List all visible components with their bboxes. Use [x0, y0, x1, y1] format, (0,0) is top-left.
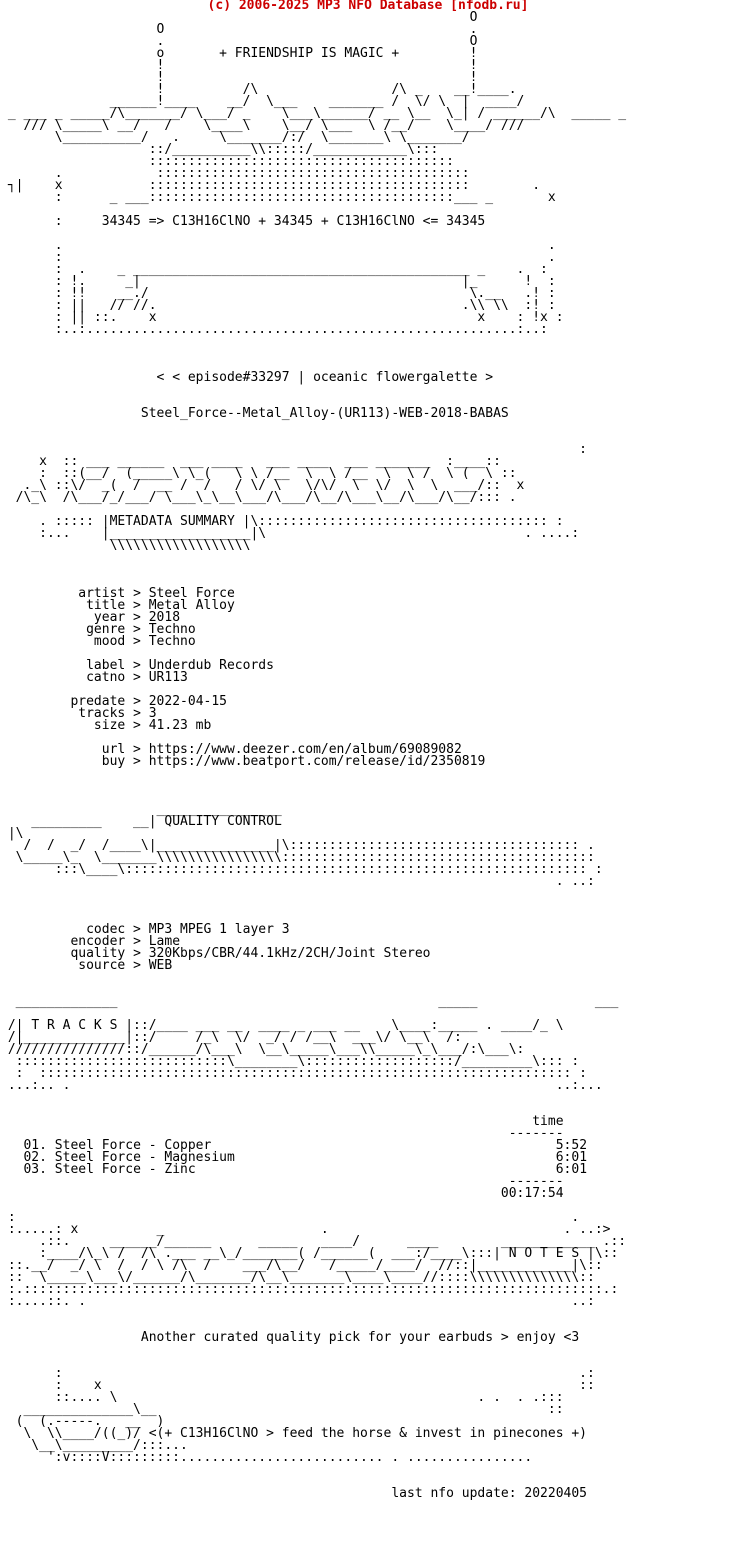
metadata-row-value: 2018 [148, 610, 181, 625]
metadata-row-mood: mood > Techno [93, 634, 196, 649]
qc-ascii-rest: |\ / / _/ /____\|_______________|\::::::… [7, 826, 603, 889]
tracklist: 01. Steel Force - Copper 5:52 02. Steel … [0, 1138, 736, 1177]
metadata-row-predate: predate > 2022-04-15 [70, 694, 228, 709]
tracklist-time-header: time [532, 1114, 564, 1129]
quality-row-key: codec [86, 922, 126, 937]
metadata-row-key: artist [78, 586, 126, 601]
metadata-row-label: label > Underdub Records [86, 658, 274, 673]
metadata-box-right: |\::::::::::::::::::::::::::::::::::::: … [234, 514, 564, 529]
release-name: Steel_Force--Metal_Alloy-(UR113)-WEB-201… [140, 406, 509, 421]
metadata-row-value[interactable]: https://www.deezer.com/en/album/69089082 [148, 742, 462, 757]
quality-row-key: quality [70, 946, 126, 961]
quality-section-title: QUALITY CONTROL [164, 814, 282, 829]
track-time: 6:01 [555, 1150, 588, 1165]
metadata-row-year: year > 2018 [93, 610, 181, 625]
metadata-row-value: Underdub Records [148, 658, 274, 673]
formula-line: : 34345 => C13H16ClNO + 34345 + C13H16Cl… [0, 214, 486, 229]
bottom-ascii-art: : .: : x :: ::.... \ [15, 1366, 595, 1465]
metadata-row-value[interactable]: https://www.beatport.com/release/id/2350… [148, 754, 486, 769]
metadata-row-value: 2022-04-15 [148, 694, 228, 709]
metadata-row-value: Metal Alloy [148, 598, 235, 613]
metadata-row-key: catno [86, 670, 126, 685]
metadata-box-left: . ::::: | [0, 514, 110, 529]
nfo-header[interactable]: (c) 2006-2025 MP3 NFO Database [nfodb.ru… [207, 0, 529, 13]
track-row: 03. Steel Force - Zinc 6:01 [0, 1162, 736, 1177]
metadata-row-title: title > Metal Alloy [86, 598, 235, 613]
track-number: 01. [23, 1138, 47, 1153]
tracks-ascii-rest: /|_____________|::/ /_\ \/ _/ / /__\ ___… [7, 1030, 603, 1093]
track-row: 02. Steel Force - Magnesium 6:01 [0, 1150, 736, 1165]
track-row: 01. Steel Force - Copper 5:52 [0, 1138, 736, 1153]
quality-row-value: WEB [148, 958, 173, 973]
tracks-box-right: |::/____ ___ __ ____ _ ___ __ \____:____… [117, 1018, 564, 1033]
notes-ascii-top: : . :.....: x _ . . ..:> .::. ______/___… [7, 1210, 627, 1261]
metadata-ascii-bottom: :... |__________________|\ . ....: \\\\\… [39, 526, 580, 553]
metadata-row-key: url [101, 742, 126, 757]
episode-line: < episode#33297 | oceanic flowergalette … [172, 370, 494, 385]
metadata-row-value: UR113 [148, 670, 188, 685]
track-title: Steel Force - Copper [54, 1138, 212, 1153]
metadata-row-key: predate [70, 694, 126, 709]
tracklist-divider: ------- [508, 1126, 564, 1141]
quality-row-key: encoder [70, 934, 126, 949]
metadata-row-value: 41.23 mb [148, 718, 212, 733]
metadata-ascii-art: : x :: ___ ______ ___ ____ ___ ____ ___ … [15, 442, 587, 505]
quality-list: codec > MP3 MPEG 1 layer 3 encoder > Lam… [0, 922, 736, 973]
track-number: 02. [23, 1150, 47, 1165]
track-title: Steel Force - Magnesium [54, 1150, 235, 1165]
metadata-row-value: Techno [148, 634, 196, 649]
metadata-row-catno: catno > UR113 [86, 670, 188, 685]
metadata-row-key: label [86, 658, 126, 673]
track-number: 03. [23, 1162, 47, 1177]
tracklist-divider-bottom: ------- [508, 1174, 564, 1189]
metadata-row-key: mood [93, 634, 126, 649]
quality-row-encoder: encoder > Lame [70, 934, 181, 949]
metadata-row-value: Steel Force [148, 586, 235, 601]
metadata-section-title: METADATA SUMMARY [109, 514, 235, 529]
metadata-row-genre: genre > Techno [86, 622, 196, 637]
track-title: Steel Force - Zinc [54, 1162, 196, 1177]
metadata-row-url: url > https://www.deezer.com/en/album/69… [101, 742, 462, 757]
tracks-ascii-top: _____________ _____ ___ [0, 994, 619, 1009]
notes-ascii-rest: ::.__/ _/ \ / / \ /\ / ___/\__/ /_____/_… [7, 1258, 619, 1309]
quality-row-quality: quality > 320Kbps/CBR/44.1kHz/2CH/Joint … [70, 946, 431, 961]
track-time: 6:01 [555, 1162, 588, 1177]
metadata-row-key: year [93, 610, 126, 625]
metadata-row-key: buy [101, 754, 126, 769]
tracks-box-left: /| [0, 1018, 32, 1033]
quality-row-value: Lame [148, 934, 181, 949]
middle-ascii-art: . . : . : . _ __________________________… [54, 238, 564, 337]
metadata-row-key: size [93, 718, 126, 733]
qc-ascii-top: ________________ _________ __| [31, 802, 282, 829]
metadata-row-value: 3 [148, 706, 157, 721]
metadata-row-artist: artist > Steel Force [78, 586, 235, 601]
metadata-row-buy: buy > https://www.beatport.com/release/i… [101, 754, 486, 769]
quality-row-value: 320Kbps/CBR/44.1kHz/2CH/Joint Stereo [148, 946, 431, 961]
metadata-row-key: title [86, 598, 126, 613]
top-ascii-art: O O . . O o + FRIENDSHIP IS MAGIC + ! [7, 10, 627, 205]
quality-row-value: MP3 MPEG 1 layer 3 [148, 922, 290, 937]
tracklist-total-time: 00:17:54 [500, 1186, 564, 1201]
metadata-row-key: tracks [78, 706, 126, 721]
last-update-line: last nfo update: 20220405 [391, 1486, 588, 1501]
metadata-list: artist > Steel Force title > Metal Alloy… [0, 586, 736, 769]
quality-row-key: source [78, 958, 126, 973]
nfo-document: (c) 2006-2025 MP3 NFO Database [nfodb.ru… [0, 0, 736, 1501]
track-time: 5:52 [555, 1138, 588, 1153]
tracks-section-title: T R A C K S [31, 1018, 118, 1033]
metadata-row-value: Techno [148, 622, 196, 637]
metadata-row-tracks: tracks > 3 [78, 706, 157, 721]
metadata-row-size: size > 41.23 mb [93, 718, 212, 733]
notes-box-right: |\:: [587, 1246, 619, 1261]
notes-section-title: N O T E S [508, 1246, 580, 1261]
metadata-row-key: genre [86, 622, 126, 637]
quality-row-source: source > WEB [78, 958, 173, 973]
notes-text: Another curated quality pick for your ea… [140, 1330, 580, 1345]
quality-row-codec: codec > MP3 MPEG 1 layer 3 [86, 922, 290, 937]
